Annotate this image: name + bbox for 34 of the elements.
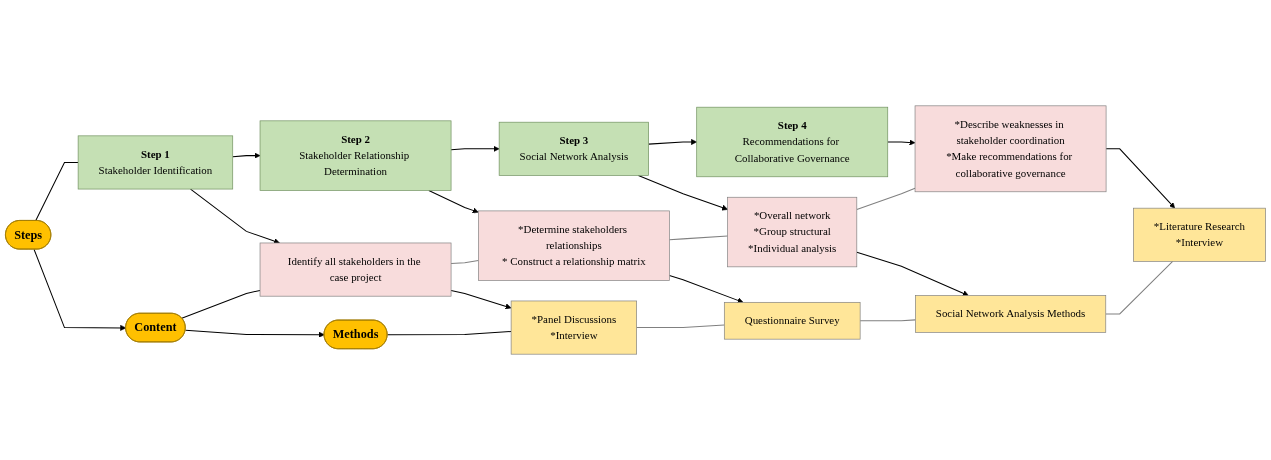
node-box [510,300,637,355]
arrow [33,248,127,331]
node-box [259,120,452,191]
node-box [696,106,889,178]
node-box [478,210,670,281]
node-box [498,121,649,176]
node-box [915,295,1107,333]
connector [35,161,79,222]
node-box [1133,207,1266,262]
arrow [668,275,744,304]
connector [450,260,479,265]
arrow [428,189,479,214]
connector [1105,260,1174,315]
arrow [856,251,969,297]
arrow [887,139,916,146]
node-box [727,196,858,268]
node-box [259,242,452,297]
connector [181,289,261,319]
node-box [77,135,234,190]
connector [668,235,729,241]
connector [856,187,916,210]
arrow [232,152,261,159]
connector [386,331,512,336]
node-box [723,302,861,340]
connector [859,319,916,322]
arrow [450,145,500,152]
arrow [1105,148,1176,209]
arrow [450,289,512,310]
arrow [648,139,697,145]
connector [636,324,725,329]
node-box [914,105,1107,193]
arrow [637,174,728,211]
arrow [184,329,325,338]
arrow [190,188,280,244]
